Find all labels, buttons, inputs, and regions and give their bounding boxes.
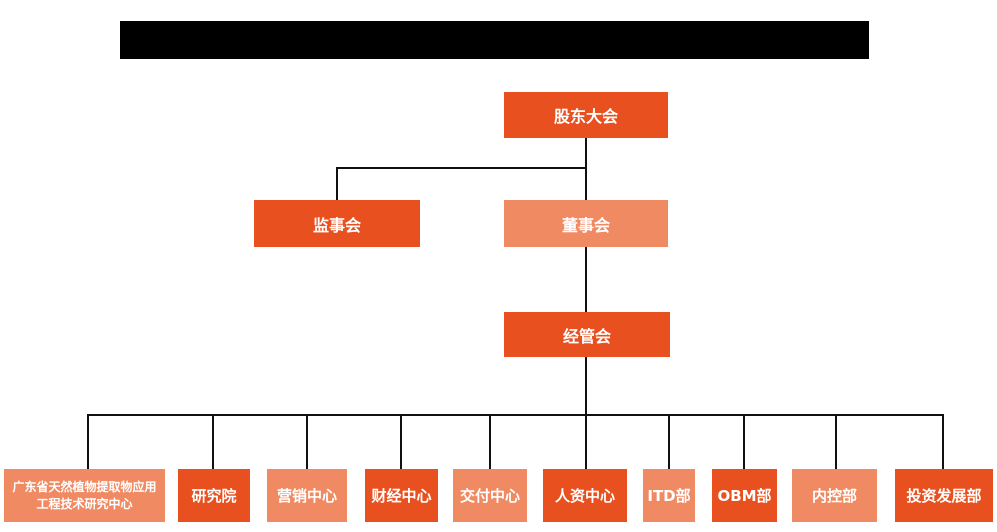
- connector-drop-supervisory: [336, 167, 338, 201]
- connector-drop-dept-1: [87, 414, 89, 470]
- connector-departments-bus: [87, 414, 944, 416]
- connector-drop-dept-10: [942, 414, 944, 470]
- node-label: 投资发展部: [906, 487, 982, 505]
- node-label: 内控部: [811, 487, 857, 505]
- node-label: 广东省天然植物提取物应用工程技术研究中心: [12, 480, 157, 511]
- node-dept-itd: ITD部: [643, 469, 695, 522]
- node-label: 营销中心: [276, 487, 337, 505]
- node-dept-finance-center: 财经中心: [365, 469, 438, 522]
- node-dept-research-center: 广东省天然植物提取物应用工程技术研究中心: [4, 469, 165, 522]
- node-dept-investment-development: 投资发展部: [895, 469, 993, 522]
- connector-drop-dept-4: [400, 414, 402, 470]
- connector-drop-dept-8: [743, 414, 745, 470]
- node-dept-research-institute: 研究院: [178, 469, 250, 522]
- connector-drop-dept-2: [212, 414, 214, 470]
- node-dept-internal-control: 内控部: [792, 469, 877, 522]
- node-dept-marketing-center: 营销中心: [267, 469, 347, 522]
- connector-top-to-board: [585, 137, 587, 202]
- node-management-committee: 经管会: [504, 312, 670, 357]
- connector-branch-supervisory: [336, 167, 587, 169]
- node-label: 股东大会: [553, 107, 618, 126]
- connector-board-to-management: [585, 247, 587, 313]
- node-label: 财经中心: [371, 487, 432, 505]
- node-label: 交付中心: [459, 487, 520, 505]
- node-shareholders-meeting: 股东大会: [504, 92, 668, 138]
- node-label: 人资中心: [554, 487, 615, 505]
- node-label: 监事会: [312, 215, 361, 235]
- node-board-of-directors: 董事会: [504, 200, 668, 247]
- node-dept-hr-center: 人资中心: [543, 469, 627, 522]
- node-dept-obm: OBM部: [712, 469, 777, 522]
- connector-drop-dept-7: [668, 414, 670, 470]
- node-dept-delivery-center: 交付中心: [453, 469, 527, 522]
- connector-drop-dept-9: [835, 414, 837, 470]
- node-label: 经管会: [562, 326, 611, 346]
- node-label: ITD部: [647, 487, 691, 505]
- node-label: OBM部: [717, 487, 772, 505]
- node-supervisory-board: 监事会: [254, 200, 420, 247]
- connector-management-trunk: [585, 357, 587, 470]
- connector-drop-dept-5: [489, 414, 491, 470]
- connector-drop-dept-3: [306, 414, 308, 470]
- node-label: 董事会: [561, 215, 610, 235]
- node-label: 研究院: [191, 487, 237, 505]
- redacted-title-bar: [120, 21, 869, 59]
